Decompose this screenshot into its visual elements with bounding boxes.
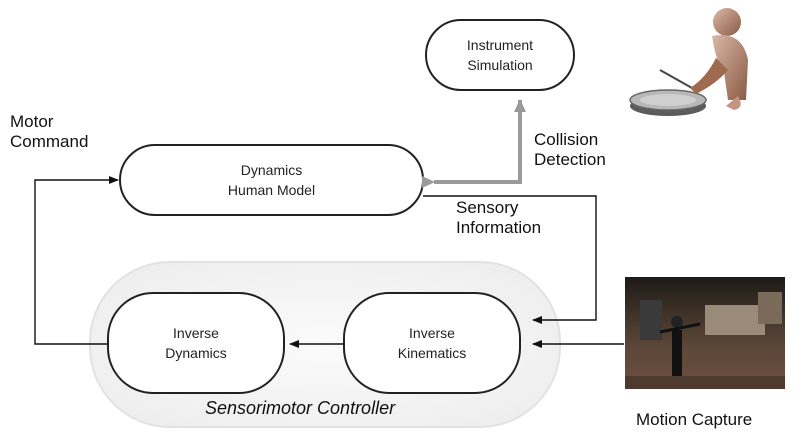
motor-command-arrow xyxy=(34,176,119,345)
instrument-simulation-box xyxy=(425,19,575,91)
motion-capture-label: Motion Capture xyxy=(636,410,753,429)
inverse-kinematics-line1: Inverse xyxy=(409,325,455,341)
sensory-information-label: Sensory Information xyxy=(456,198,541,239)
inverse-dynamics-line1: Inverse xyxy=(173,325,219,341)
dynamics-human-model-label: Dynamics Human Model xyxy=(120,160,423,200)
inverse-dynamics-line2: Dynamics xyxy=(165,345,227,361)
dynamics-human-model-line1: Dynamics xyxy=(240,162,303,178)
sensory-information-line1: Sensory xyxy=(456,198,519,217)
collision-detection-line1: Collision xyxy=(534,130,599,149)
motor-command-line1: Motor xyxy=(10,112,54,131)
collision-detection-arrow xyxy=(422,99,526,188)
instrument-simulation-line2: Simulation xyxy=(467,57,533,73)
collision-detection-line2: Detection xyxy=(534,150,606,170)
sensory-information-arrow xyxy=(423,195,597,324)
inverse-dynamics-box xyxy=(107,292,285,394)
motor-command-label: Motor Command xyxy=(10,112,88,153)
instrument-simulation-line1: Instrument xyxy=(466,37,534,53)
inverse-kinematics-line2: Kinematics xyxy=(397,345,467,361)
drummer-illustration xyxy=(629,8,748,116)
inverse-kinematics-box xyxy=(343,292,521,394)
collision-detection-label: Collision Detection xyxy=(534,130,606,171)
instrument-simulation-label: Instrument Simulation xyxy=(426,35,574,75)
inverse-dynamics-label: Inverse Dynamics xyxy=(108,323,284,363)
motion-capture-photo xyxy=(625,277,785,389)
sensorimotor-controller-label: Sensorimotor Controller xyxy=(205,398,396,418)
dynamics-human-model-line2: Human Model xyxy=(227,182,316,198)
motor-command-line2: Command xyxy=(10,132,89,152)
inverse-kinematics-label: Inverse Kinematics xyxy=(344,323,520,363)
sensory-information-line2: Information xyxy=(456,218,542,238)
